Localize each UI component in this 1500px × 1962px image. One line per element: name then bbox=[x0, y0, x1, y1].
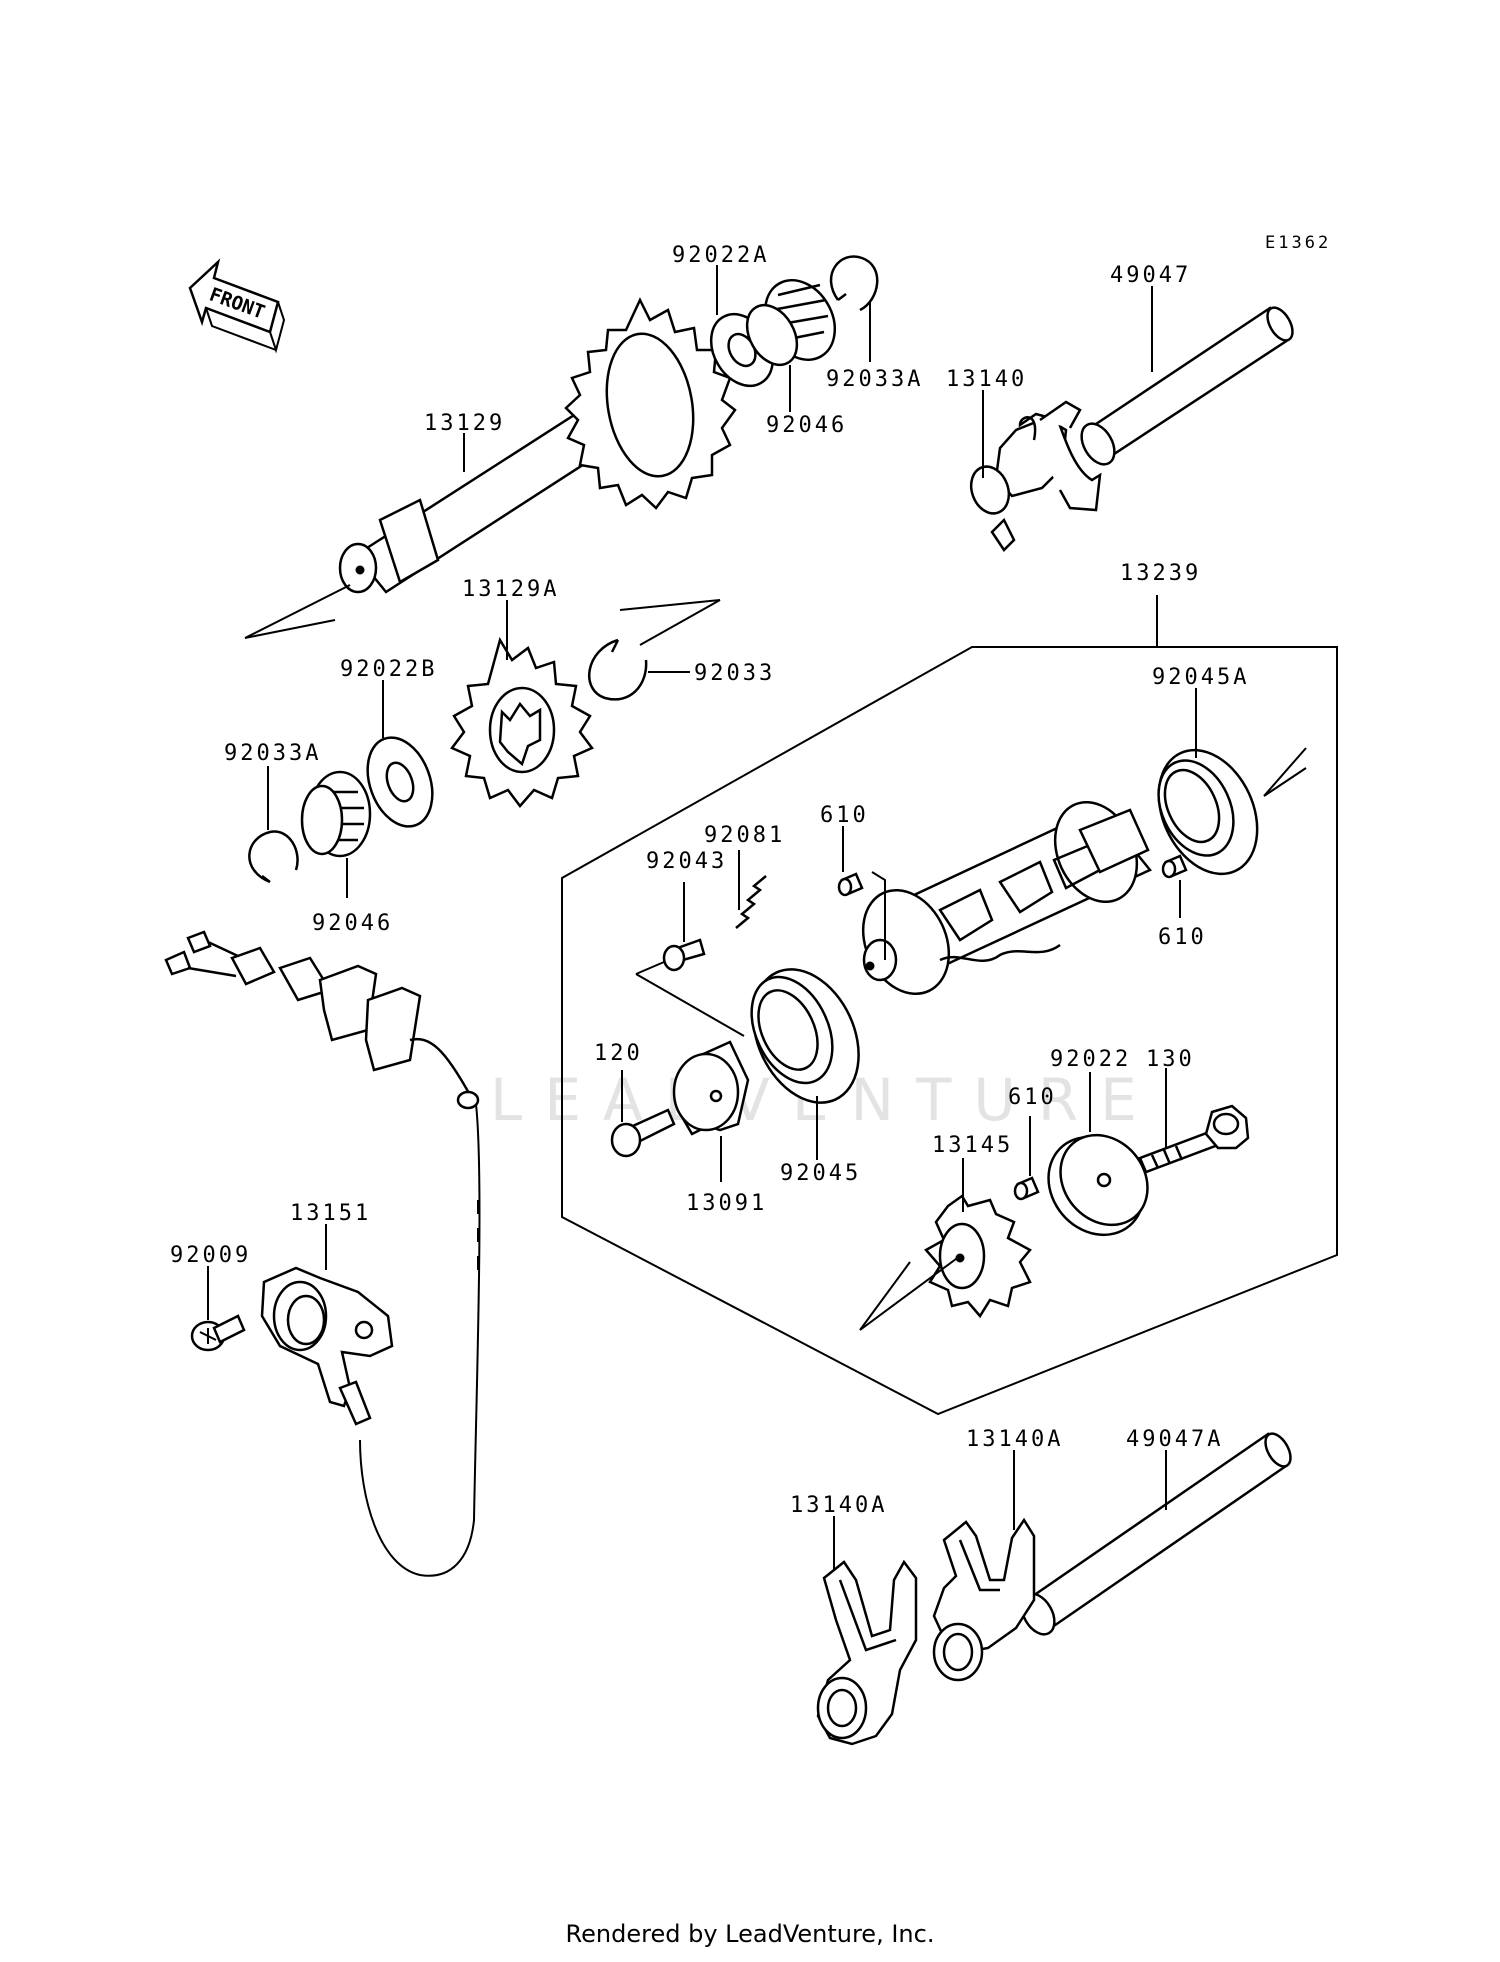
label-13145: 13145 bbox=[932, 1133, 1013, 1158]
footer-credit: Rendered by LeadVenture, Inc. bbox=[565, 1920, 935, 1948]
label-92033A-left: 92033A bbox=[224, 741, 321, 766]
segment-13091 bbox=[672, 1040, 750, 1136]
screw-92009 bbox=[190, 1314, 246, 1352]
washer-92022B bbox=[366, 736, 434, 828]
label-13151: 13151 bbox=[290, 1201, 371, 1226]
label-610-c: 610 bbox=[1008, 1085, 1057, 1110]
bearing-92045A bbox=[1157, 748, 1259, 876]
label-92009: 92009 bbox=[170, 1243, 251, 1268]
label-92022B: 92022B bbox=[340, 657, 437, 682]
circlip-92033 bbox=[588, 638, 648, 701]
label-130: 130 bbox=[1146, 1047, 1195, 1072]
label-92046-top: 92046 bbox=[766, 413, 847, 438]
label-49047: 49047 bbox=[1110, 263, 1191, 288]
label-13129A: 13129A bbox=[462, 577, 559, 602]
label-13239: 13239 bbox=[1120, 561, 1201, 586]
label-13140: 13140 bbox=[946, 367, 1027, 392]
pin-610-c bbox=[1013, 1176, 1040, 1201]
rod-49047A bbox=[1020, 1432, 1292, 1636]
spring-92081 bbox=[735, 875, 767, 929]
assembly-box-13239 bbox=[561, 646, 1338, 1416]
label-92022A: 92022A bbox=[672, 243, 769, 268]
label-92046-left: 92046 bbox=[312, 911, 393, 936]
washer-92022 bbox=[1047, 1133, 1149, 1237]
label-120: 120 bbox=[594, 1041, 643, 1066]
circlip-92033A-left bbox=[248, 830, 299, 884]
pin-92043 bbox=[662, 938, 706, 972]
pin-610-b bbox=[1161, 854, 1188, 879]
label-92045: 92045 bbox=[780, 1161, 861, 1186]
label-610-a: 610 bbox=[820, 803, 869, 828]
label-92081: 92081 bbox=[704, 823, 785, 848]
label-92043: 92043 bbox=[646, 849, 727, 874]
label-92022: 92022 bbox=[1050, 1047, 1131, 1072]
label-13091: 13091 bbox=[686, 1191, 767, 1216]
shift-fork-13140A-right bbox=[932, 1517, 1036, 1682]
shift-fork-13140 bbox=[969, 400, 1102, 552]
diagram-code: E1362 bbox=[1265, 233, 1331, 253]
sensor-wire-assembly bbox=[164, 930, 481, 1577]
label-610-b: 610 bbox=[1158, 925, 1207, 950]
cam-13145 bbox=[924, 1194, 1032, 1319]
label-13140A-right: 13140A bbox=[966, 1427, 1063, 1452]
label-49047A: 49047A bbox=[1126, 1427, 1223, 1452]
gear-13129A bbox=[450, 636, 594, 808]
pin-610-a bbox=[837, 872, 864, 897]
label-92033A-top: 92033A bbox=[826, 367, 923, 392]
bearing-92046-top bbox=[745, 279, 837, 367]
label-13129: 13129 bbox=[424, 411, 505, 436]
label-92045A: 92045A bbox=[1152, 665, 1249, 690]
rod-49047 bbox=[1080, 306, 1294, 466]
circlip-92033A-top bbox=[829, 255, 879, 312]
front-arrow-icon: FRONT bbox=[188, 258, 286, 354]
bearing-92046-left bbox=[300, 770, 372, 858]
bolt-130 bbox=[1138, 1104, 1250, 1174]
label-92033: 92033 bbox=[694, 661, 775, 686]
bearing-92045 bbox=[750, 968, 860, 1104]
bolt-120 bbox=[610, 1108, 676, 1158]
shift-drum bbox=[861, 800, 1152, 996]
shaft-13129 bbox=[244, 297, 737, 639]
shift-fork-13140A-left bbox=[816, 1559, 918, 1746]
label-13140A-left: 13140A bbox=[790, 1493, 887, 1518]
sensor-13151 bbox=[260, 1266, 394, 1426]
